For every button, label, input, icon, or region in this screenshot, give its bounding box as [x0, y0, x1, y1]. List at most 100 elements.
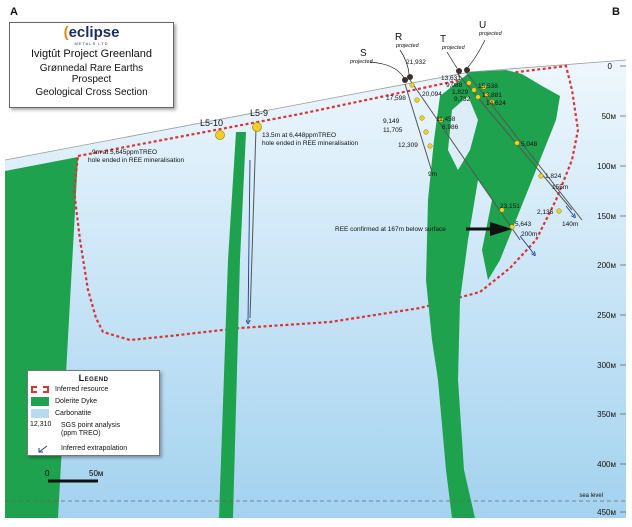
hole-label-t: T	[440, 34, 446, 45]
section-title: Geological Cross Section	[35, 87, 148, 98]
sample-point	[481, 84, 487, 90]
callout-arrow-head	[490, 222, 512, 236]
hole-note-r: projected	[395, 43, 420, 49]
sample-label: 15,538	[478, 83, 498, 90]
legend-item-label: Dolerite Dyke	[55, 398, 98, 405]
hole-label-l5-10: L5-10	[200, 118, 223, 128]
extrapolation-arrow-t	[565, 205, 574, 216]
sample-label: 8,986	[442, 124, 459, 131]
legend-point-value: 12,310	[30, 421, 52, 428]
collar-l5-10	[215, 130, 225, 140]
hole-note2-l5-10: hole ended in REE mineralisation	[88, 157, 184, 164]
depth-label: 0	[608, 62, 613, 71]
title-box: (eclipse METALS LTD Ivigtût Project Gree…	[9, 22, 174, 108]
sample-points	[409, 80, 562, 230]
collar-r	[407, 74, 413, 80]
dolerite-dyke-complex	[426, 70, 560, 518]
sample-label: 9,149	[383, 118, 400, 125]
sample-point	[484, 92, 490, 98]
hole-note-t: projected	[441, 45, 466, 51]
ground-surface	[4, 71, 471, 161]
logo-subtext: METALS LTD	[74, 41, 109, 46]
prospect-title-line2: Prospect	[71, 74, 112, 85]
depth-label: 350м	[597, 410, 616, 419]
collar-t	[456, 68, 462, 74]
depth-label: 200м	[597, 261, 616, 270]
depth-label: 150м	[597, 212, 616, 221]
legend-arrow-icon	[38, 445, 48, 453]
depth-label: 250м	[597, 311, 616, 320]
sample-point	[556, 208, 562, 214]
sample-point	[514, 140, 520, 146]
sample-label: 140m	[562, 221, 578, 228]
legend-item-label: Carbonatite	[55, 410, 92, 417]
scale-bar: 0 50м	[45, 469, 103, 483]
legend-item-label: SGS point analysis	[61, 422, 121, 429]
sample-point	[427, 143, 433, 149]
sample-point	[409, 82, 415, 88]
collar-u	[464, 67, 470, 73]
sample-label: 11,705	[383, 127, 403, 134]
depth-label: 450м	[597, 508, 616, 517]
legend-item-label: Inferred resource	[55, 386, 109, 393]
sample-label: 200m	[521, 231, 537, 238]
prospect-title: Grønnedal Rare Earths Prospect	[10, 63, 173, 85]
sample-point	[414, 97, 420, 103]
legend: Legend Inferred resource Dolerite Dyke C…	[27, 370, 160, 456]
drill-hole-s	[404, 83, 433, 173]
sample-point	[538, 173, 544, 179]
hole-note-s: projected	[349, 59, 374, 65]
logo-text: eclipse	[68, 24, 120, 41]
hole-note2-l5-9: hole ended in REE mineralisation	[262, 140, 358, 147]
projected-collars	[402, 67, 470, 83]
legend-title: Legend	[78, 373, 109, 383]
collar-s	[402, 77, 408, 83]
hole-note-u: projected	[478, 31, 503, 37]
sample-point	[471, 87, 477, 93]
dolerite-dyke-center	[219, 132, 246, 518]
scale-bar-right-label: 50м	[89, 469, 103, 478]
sample-label: 17,598	[386, 95, 406, 102]
extrapolation-arrow-r	[519, 235, 534, 254]
collar-leaders	[369, 39, 486, 79]
sample-label: 9,088	[446, 82, 463, 89]
prospect-title-line1: Grønnedal Rare Earths	[39, 63, 144, 74]
sample-point	[423, 129, 429, 135]
depth-label: 400м	[597, 460, 616, 469]
sample-label: 21,932	[406, 59, 426, 66]
legend-swatch-carbonatite	[31, 409, 49, 418]
sample-label: 9,732	[454, 96, 471, 103]
depth-label: 300м	[597, 361, 616, 370]
sample-point	[466, 80, 472, 86]
drill-hole-l5-9	[249, 127, 257, 319]
sample-label: 1,829	[452, 89, 469, 96]
sample-label: 13,881	[482, 92, 502, 99]
legend-swatch-dashed	[31, 386, 49, 393]
sample-point	[489, 99, 495, 105]
sample-label: 14,624	[486, 100, 506, 107]
ree-callout-text: REE confirmed at 167m below surface	[335, 226, 446, 233]
sample-label: 5,643	[515, 221, 532, 228]
project-title: Ivigtût Project Greenland	[30, 48, 153, 60]
sample-label: 5,048	[521, 141, 538, 148]
legend-item-label2: (ppm TREO)	[61, 430, 101, 437]
legend-swatch-dyke	[31, 397, 49, 406]
dolerite-dyke-gap	[448, 96, 478, 170]
hole-note-l5-9: 13.5m at 6,448ppmTREO	[262, 132, 336, 139]
sample-label: 13,631	[441, 75, 461, 82]
sample-point	[419, 115, 425, 121]
sample-label: 11,458	[436, 116, 456, 123]
ground-surface-right	[469, 59, 627, 73]
sample-label: 2,136	[537, 209, 554, 216]
extrapolation-arrow-l5-9	[248, 159, 251, 322]
hole-label-s: S	[360, 48, 367, 59]
hole-note-l5-10: 9m at 5,645ppmTREO	[92, 149, 157, 156]
sample-label: 12,309	[398, 142, 418, 149]
sample-label: 20,094	[422, 91, 442, 98]
sample-point	[509, 224, 515, 230]
corner-label-b: B	[612, 6, 620, 18]
sample-point	[438, 117, 444, 123]
scale-bar-left-label: 0	[45, 469, 50, 478]
depth-label: 50м	[602, 112, 616, 121]
hole-label-l5-9: L5-9	[250, 108, 268, 118]
